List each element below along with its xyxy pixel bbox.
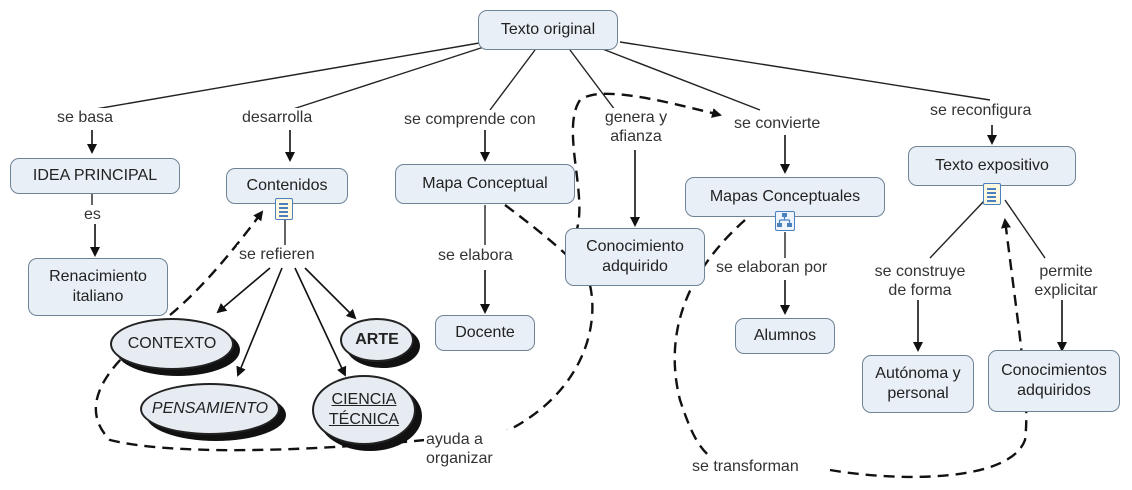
node-mapas-conceptuales[interactable]: Mapas Conceptuales (685, 177, 885, 217)
label-se-refieren: se refieren (237, 245, 317, 264)
dashed-link (94, 354, 426, 452)
dashed-link (504, 284, 594, 434)
dashed-link (673, 219, 746, 464)
link-line (569, 49, 616, 111)
node-arte[interactable]: ARTE (340, 318, 414, 362)
node-mapa-conceptual[interactable]: Mapa Conceptual (395, 164, 575, 204)
tecnica-label: TÉCNICA (328, 411, 400, 428)
label-se-transforman: se transforman (690, 457, 801, 476)
label-se-construye-de-forma: se construye de forma (862, 262, 978, 300)
label-genera-y-afianza: genera y afianza (598, 108, 674, 146)
label-se-comprende-con: se comprende con (402, 110, 538, 129)
ciencia-label: CIENCIA (331, 391, 397, 408)
concept-map-icon[interactable] (775, 211, 795, 231)
node-texto-original[interactable]: Texto original (478, 10, 618, 50)
document-icon[interactable] (275, 198, 293, 220)
arrow (304, 267, 357, 320)
node-conocimientos-adquiridos[interactable]: Conocimientos adquiridos (988, 350, 1120, 412)
label-ayuda-a-organizar: ayuda a organizar (424, 430, 512, 468)
node-idea-principal[interactable]: IDEA PRINCIPAL (10, 158, 180, 194)
dashed-link (571, 92, 722, 236)
concept-map-glyph (777, 213, 792, 227)
node-conocimiento-adquirido[interactable]: Conocimiento adquirido (565, 228, 705, 286)
dashed-link (169, 210, 264, 316)
link-line (619, 41, 991, 101)
link-line (289, 44, 491, 111)
node-autonoma[interactable]: Autónoma y personal (862, 355, 974, 413)
link-line (89, 41, 486, 111)
label-se-elaboran-por: se elaboran por (714, 258, 830, 277)
node-contexto[interactable]: CONTEXTO (110, 318, 234, 370)
dashed-link (829, 218, 1028, 479)
arrow (294, 267, 347, 377)
link-line (489, 49, 536, 111)
node-docente[interactable]: Docente (435, 315, 535, 351)
arrow (216, 267, 271, 314)
label-se-convierte: se convierte (732, 114, 823, 133)
link-line (1004, 199, 1046, 259)
node-texto-expositivo[interactable]: Texto expositivo (908, 146, 1076, 186)
label-es: es (82, 205, 103, 224)
document-icon[interactable] (983, 183, 1001, 205)
link-line (929, 199, 986, 259)
arrow (236, 267, 283, 377)
label-permite-explicitar: permite explicitar (1022, 262, 1110, 300)
node-pensamiento[interactable]: PENSAMIENTO (140, 383, 280, 435)
label-se-elabora: se elabora (436, 246, 515, 265)
label-desarrolla: desarrolla (240, 108, 315, 127)
node-ciencia-tecnica[interactable]: CIENCIA TÉCNICA (312, 375, 416, 445)
node-alumnos[interactable]: Alumnos (735, 318, 835, 354)
link-line (599, 47, 761, 111)
label-se-basa: se basa (55, 108, 116, 127)
label-se-reconfigura: se reconfigura (928, 101, 1034, 120)
node-renacimiento[interactable]: Renacimiento italiano (28, 258, 168, 316)
